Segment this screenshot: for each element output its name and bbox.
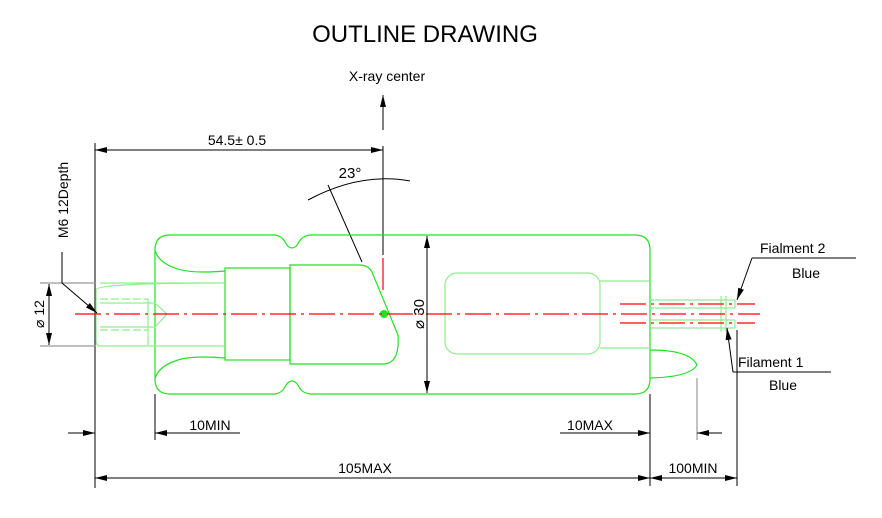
stub-outline (95, 282, 226, 347)
filament1-color: Blue (769, 377, 797, 393)
body-fillet (154, 249, 226, 273)
pin-centerlines (620, 303, 755, 324)
filament2-color: Blue (792, 265, 820, 281)
filament1-label: Filament 1 (738, 354, 804, 370)
angle-label: 23° (339, 165, 362, 182)
thread-hole (100, 302, 168, 328)
thread-label: M6 12Depth (55, 162, 71, 238)
filament1-leader (725, 327, 734, 373)
body-fillet (154, 356, 226, 380)
cathode-neck (600, 280, 650, 349)
dia-body-label: ⌀ 30 (411, 299, 428, 329)
drawing-title: OUTLINE DRAWING (312, 21, 538, 48)
max-right-label: 10MAX (567, 417, 614, 433)
thread-leader (61, 252, 98, 314)
anode-target (289, 264, 399, 365)
dim-center-label: 54.5± 0.5 (208, 132, 266, 148)
thread-lines (100, 298, 148, 331)
lead-label: 100MIN (668, 460, 717, 476)
filament2-leader (736, 257, 753, 301)
filament2-label: Fialment 2 (760, 240, 826, 256)
xray-center-label: X-ray center (349, 68, 426, 84)
lead-bump (649, 349, 698, 379)
angle-line (327, 184, 363, 263)
tube-body-outline (154, 234, 651, 395)
min-left-label: 10MIN (189, 417, 230, 433)
focal-spot (380, 310, 388, 318)
angle-arc (307, 178, 411, 201)
dia-small-label: ⌀ 12 (31, 300, 47, 328)
overall-label: 105MAX (338, 460, 392, 476)
